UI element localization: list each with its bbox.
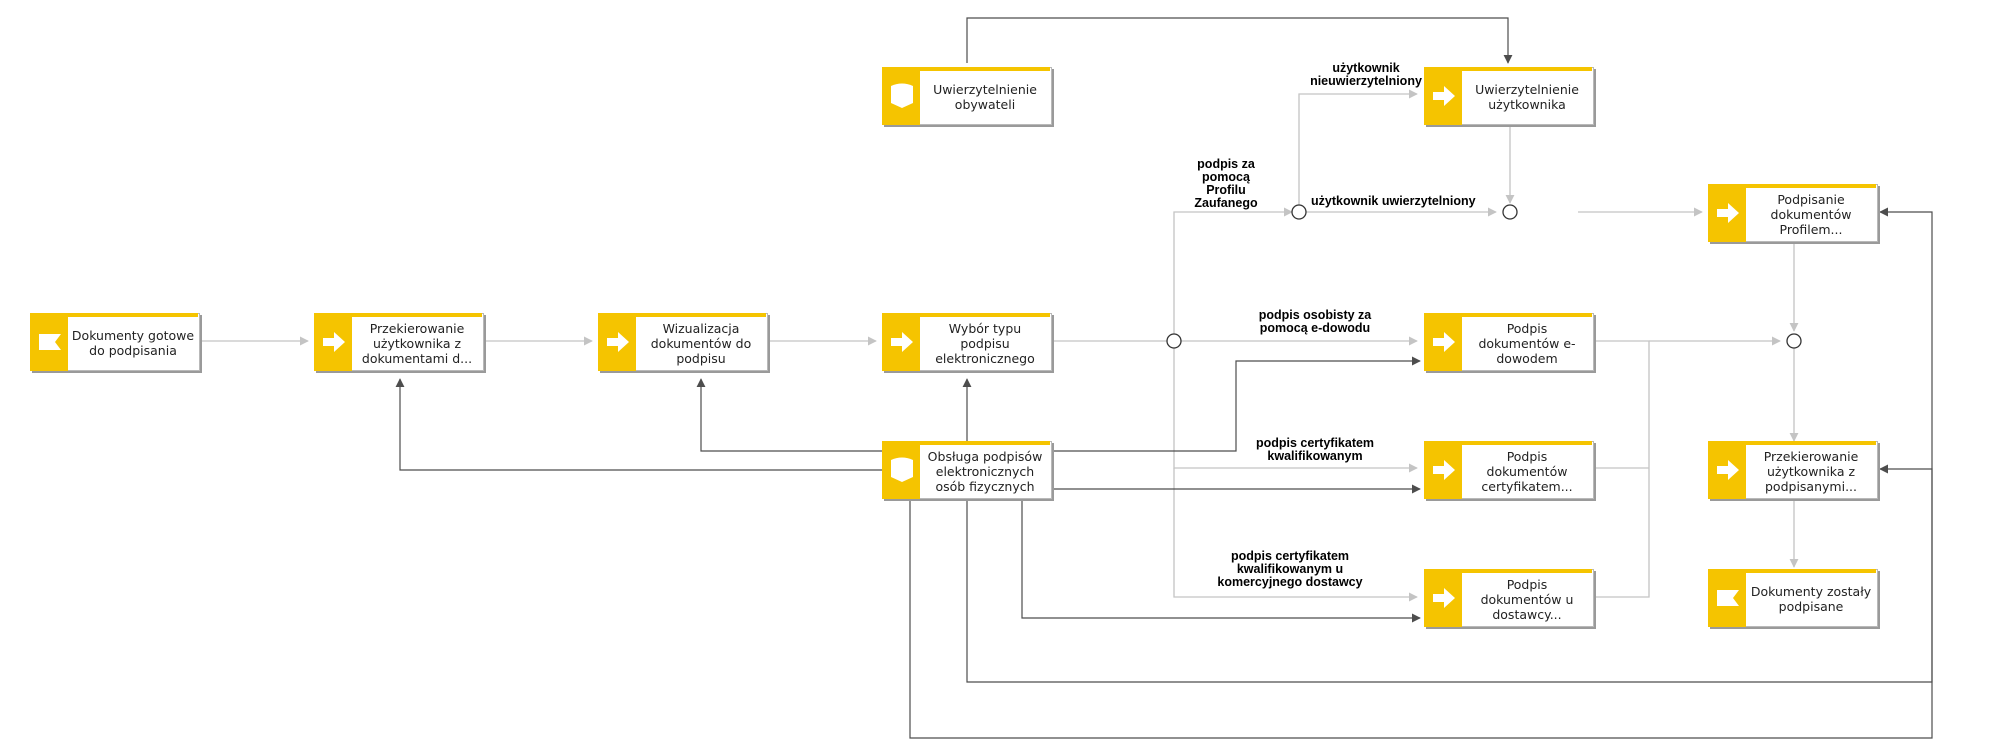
function-arrow-icon bbox=[1717, 460, 1739, 480]
node-label: Podpis dokumentów u dostawcy... bbox=[1480, 576, 1574, 622]
function-podpis-e-dowodem[interactable]: Podpis dokumentów e-dowodem bbox=[1424, 313, 1594, 371]
book-icon bbox=[891, 457, 913, 482]
event-icon bbox=[1717, 590, 1739, 606]
node-label: Uwierzytelnienie obywateli bbox=[933, 82, 1037, 112]
event-dokumenty-podpisane[interactable]: Dokumenty zostały podpisane bbox=[1708, 569, 1878, 627]
node-label: Przekierowanie użytkownika z podpisanymi… bbox=[1763, 448, 1859, 494]
node-label: Podpisanie dokumentów Profilem... bbox=[1770, 191, 1852, 237]
function-podpis-certyfikatem[interactable]: Podpis dokumentów certyfikatem... bbox=[1424, 441, 1594, 499]
edge-label-dostawca: podpis certyfikatem kwalifikowanym u kom… bbox=[1217, 549, 1363, 589]
node-label: Wybór typu podpisu elektronicznego bbox=[935, 320, 1035, 366]
edge-label-profil-zaufany: podpis za pomocą Profilu Zaufanego bbox=[1194, 157, 1258, 210]
function-podpis-u-dostawcy[interactable]: Podpis dokumentów u dostawcy... bbox=[1424, 569, 1594, 627]
function-arrow-icon bbox=[323, 332, 345, 352]
function-przekierowanie-z-dokumentami[interactable]: Przekierowanie użytkownika z dokumentami… bbox=[314, 313, 484, 371]
function-arrow-icon bbox=[1433, 588, 1455, 608]
connector bbox=[696, 378, 883, 452]
function-wizualizacja-dokumentow[interactable]: Wizualizacja dokumentów do podpisu bbox=[598, 313, 768, 371]
event-icon bbox=[39, 334, 61, 350]
function-uwierzytelnienie-uzytkownika[interactable]: Uwierzytelnienie użytkownika bbox=[1424, 67, 1594, 125]
function-przekierowanie-z-podpisanymi[interactable]: Przekierowanie użytkownika z podpisanymi… bbox=[1708, 441, 1878, 499]
event-dokumenty-gotowe[interactable]: Dokumenty gotowe do podpisania bbox=[30, 313, 200, 371]
edge-label-certyfikat: podpis certyfikatem kwalifikowanym bbox=[1255, 436, 1375, 463]
function-arrow-icon bbox=[1717, 203, 1739, 223]
node-label: Obsługa podpisów elektronicznych osób fi… bbox=[927, 448, 1043, 494]
connector bbox=[1021, 499, 1421, 623]
function-podpisanie-profilem[interactable]: Podpisanie dokumentów Profilem... bbox=[1708, 184, 1878, 242]
function-wybor-typu-podpisu[interactable]: Wybór typu podpisu elektronicznego bbox=[882, 313, 1052, 371]
node-label: Uwierzytelnienie użytkownika bbox=[1475, 82, 1579, 112]
operator-circle bbox=[1502, 204, 1518, 220]
function-arrow-icon bbox=[891, 332, 913, 352]
connector bbox=[1173, 468, 1418, 602]
connector bbox=[1594, 340, 1650, 598]
process-obsluga-podpisow[interactable]: Obsługa podpisów elektronicznych osób fi… bbox=[882, 441, 1052, 499]
connector bbox=[395, 378, 883, 471]
book-icon bbox=[891, 83, 913, 108]
node-label: Dokumenty zostały podpisane bbox=[1750, 584, 1872, 614]
function-arrow-icon bbox=[607, 332, 629, 352]
connector bbox=[1053, 356, 1421, 452]
operator-circle bbox=[1166, 333, 1182, 349]
operator-circle bbox=[1291, 204, 1307, 220]
connector bbox=[1173, 207, 1293, 334]
operator-circle bbox=[1786, 333, 1802, 349]
edge-label-nieuwierzytelniony: użytkownik nieuwierzytelniony bbox=[1310, 61, 1422, 88]
node-label: Wizualizacja dokumentów do podpisu bbox=[650, 320, 752, 366]
function-arrow-icon bbox=[1433, 460, 1455, 480]
node-label: Podpis dokumentów certyfikatem... bbox=[1481, 448, 1573, 494]
node-label: Dokumenty gotowe do podpisania bbox=[71, 328, 195, 358]
node-label: Przekierowanie użytkownika z dokumentami… bbox=[361, 320, 473, 366]
function-arrow-icon bbox=[1433, 86, 1455, 106]
connector bbox=[1298, 89, 1418, 205]
edge-label-e-dowod: podpis osobisty za pomocą e-dowodu bbox=[1258, 308, 1372, 335]
node-label: Podpis dokumentów e-dowodem bbox=[1478, 320, 1576, 366]
process-uwierzytelnienie-obywateli[interactable]: Uwierzytelnienie obywateli bbox=[882, 67, 1052, 125]
function-arrow-icon bbox=[1433, 332, 1455, 352]
connector bbox=[966, 17, 1513, 64]
edge-label-uwierzytelniony: użytkownik uwierzytelniony bbox=[1311, 194, 1476, 208]
connector bbox=[909, 464, 1933, 739]
